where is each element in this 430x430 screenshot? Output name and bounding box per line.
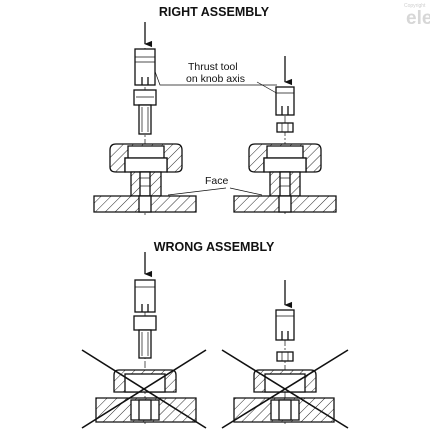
right-assembly-left [93,22,197,215]
nut-body [276,351,294,362]
plate-hole [138,195,152,213]
knob-3 [113,369,177,393]
plate-hole [138,399,152,421]
knob-cavity [263,157,307,173]
right-assembly-title: RIGHT ASSEMBLY [159,5,270,19]
nut [276,122,294,133]
thrust-tool-body [134,48,156,86]
insert-bore [139,171,151,197]
knob-cavity [124,373,166,393]
pin-head [133,89,157,106]
knob-cavity [264,373,306,393]
wrong-assembly-left [81,252,207,429]
thrust-tool-body [275,309,295,341]
insert-bore [279,171,291,197]
thrust-tool-4 [275,309,295,341]
base-plate-2 [233,195,337,213]
thrust-tool-label: Thrust tool [188,61,238,73]
brand-watermark: elesa Copyright [404,3,430,29]
cross-out-icon-stroke [81,349,207,429]
knob [109,143,183,197]
knob-cap-opening [266,145,304,159]
pin-shank [138,329,152,359]
face-leader-right [229,187,263,196]
thrust-tool-body [134,279,156,313]
thrust-tool-body [275,86,295,116]
copyright-mark-text: Copyright [404,3,426,9]
thrust-tool-2 [275,86,295,116]
knob-4 [253,369,317,393]
base-plate [93,195,197,213]
pin-shank [138,104,152,135]
thrust-tool-3 [134,279,156,313]
pin-head [133,315,157,331]
knob-cavity [124,157,168,173]
thrust-tool-label-line2: on knob axis [186,73,245,85]
nut-2 [276,351,294,362]
thrust-tool [134,48,156,86]
cross-out-icon-stroke [221,349,349,429]
threaded-pin-2 [133,315,157,359]
right-assembly-right [233,56,337,215]
plate-hole [278,399,292,421]
wrong-assembly-title: WRONG ASSEMBLY [154,240,275,254]
plate-hole [278,195,292,213]
nut-body [276,122,294,133]
threaded-pin [133,89,157,135]
brand-logo-text: elesa [406,8,430,29]
face-label: Face [205,175,229,187]
knob-cap-opening [127,145,165,159]
face-leader-left [167,187,227,196]
knob-2 [248,143,322,197]
wrong-assembly-right [221,280,349,429]
